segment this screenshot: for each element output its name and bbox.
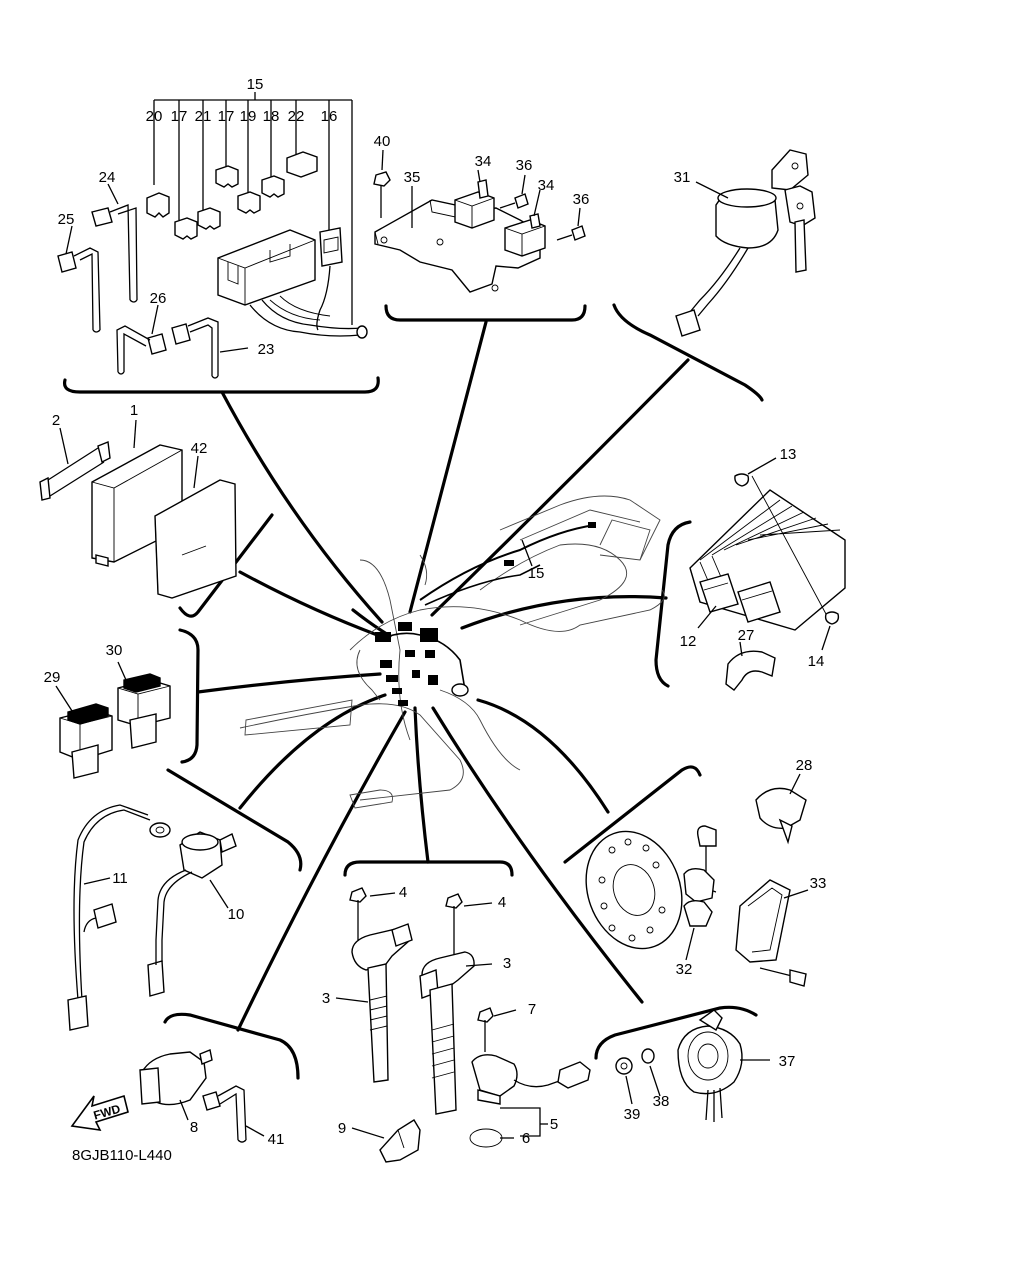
callout-24: 24 — [99, 169, 116, 186]
vehicle-frame-sketch — [239, 495, 665, 809]
callout-18: 18 — [263, 108, 280, 125]
relay-group — [55, 661, 171, 779]
callout-20: 20 — [146, 108, 163, 125]
callout-5: 5 — [550, 1116, 558, 1133]
ignition-coil-group — [335, 887, 591, 1148]
callout-36a: 36 — [516, 157, 533, 174]
main-switch-group — [675, 149, 816, 337]
callout-31: 31 — [674, 169, 691, 186]
callout-8: 8 — [190, 1119, 198, 1136]
callout-13: 13 — [780, 446, 797, 463]
callout-7: 7 — [528, 1001, 536, 1018]
diagram-code: 8GJB110-L440 — [72, 1147, 172, 1164]
callout-labels: 15 20 17 21 17 19 18 22 16 24 25 26 23 4… — [44, 76, 827, 1148]
callout-34a: 34 — [475, 153, 492, 170]
callout-1: 1 — [130, 402, 138, 419]
callout-21: 21 — [195, 108, 212, 125]
callout-29: 29 — [44, 669, 61, 686]
callout-40: 40 — [374, 133, 391, 150]
lead-sensor-group — [67, 804, 237, 1031]
callout-33: 33 — [810, 875, 827, 892]
fuse-box-group — [57, 92, 368, 379]
callout-41: 41 — [268, 1131, 285, 1148]
callout-9: 9 — [338, 1120, 346, 1137]
callout-4a: 4 — [399, 884, 407, 901]
callout-15-top: 15 — [247, 76, 264, 93]
callout-25: 25 — [58, 211, 75, 228]
callout-17b: 17 — [218, 108, 235, 125]
callout-38: 38 — [653, 1093, 670, 1110]
ecu-group — [39, 419, 237, 599]
callout-15-mid: 15 — [528, 565, 545, 582]
callout-39: 39 — [624, 1106, 641, 1123]
callout-11: 11 — [112, 870, 128, 887]
callout-16: 16 — [321, 108, 338, 125]
callout-19: 19 — [240, 108, 257, 125]
callout-32: 32 — [676, 961, 693, 978]
callout-27: 27 — [738, 627, 755, 644]
harness-leader — [521, 539, 533, 567]
callout-28: 28 — [796, 757, 813, 774]
bracket-relay-group — [373, 149, 586, 293]
callout-6: 6 — [522, 1130, 530, 1147]
callout-14: 14 — [808, 653, 825, 670]
fwd-arrow-icon: FWD — [70, 1094, 129, 1132]
callout-26: 26 — [150, 290, 167, 307]
callout-12: 12 — [680, 633, 697, 650]
main-wire-harness — [375, 522, 596, 706]
callout-3b: 3 — [503, 955, 511, 972]
callout-42: 42 — [191, 440, 208, 457]
callout-30: 30 — [106, 642, 123, 659]
callout-23: 23 — [258, 341, 275, 358]
callout-36b: 36 — [573, 191, 590, 208]
callout-17a: 17 — [171, 108, 188, 125]
group-brackets — [62, 303, 764, 1080]
pressure-switch-group — [139, 1049, 421, 1163]
callout-3a: 3 — [322, 990, 330, 1007]
callout-34b: 34 — [538, 177, 555, 194]
sensor-37-group — [615, 1009, 770, 1122]
callout-22: 22 — [288, 108, 305, 125]
callout-10: 10 — [228, 906, 245, 923]
callout-2: 2 — [52, 412, 60, 429]
callout-35: 35 — [404, 169, 421, 186]
callout-37: 37 — [779, 1053, 796, 1070]
rectifier-group — [689, 457, 846, 691]
callout-4b: 4 — [498, 894, 506, 911]
speed-sensor-group — [585, 773, 809, 987]
